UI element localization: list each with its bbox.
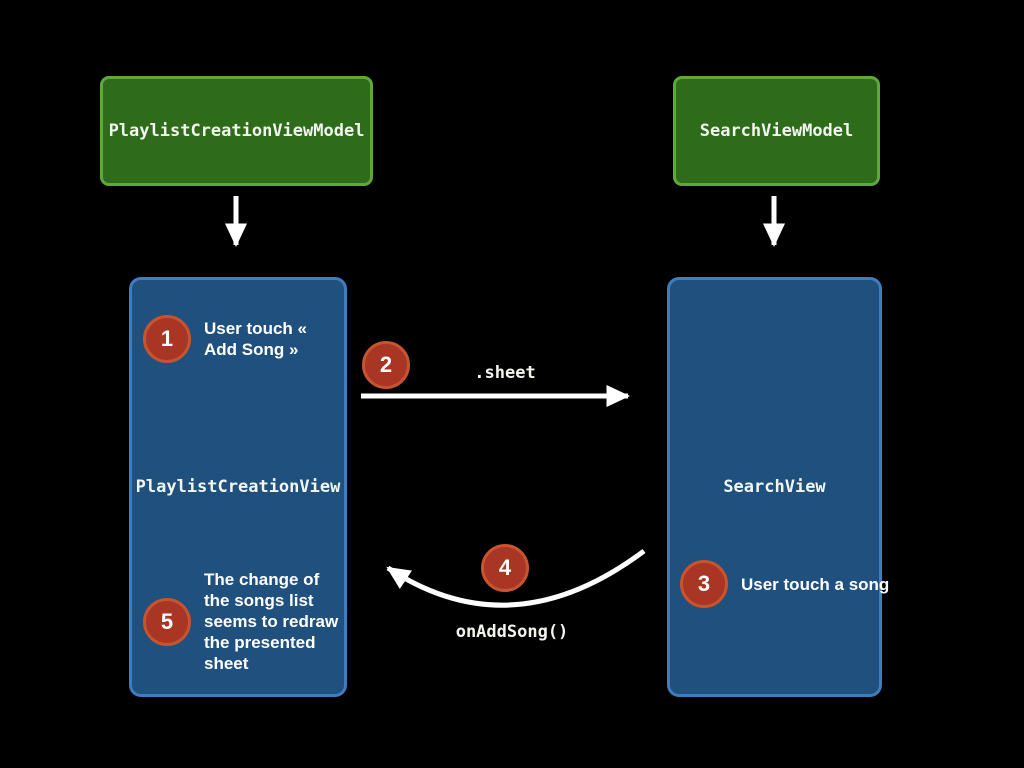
step-2-number: 2 (379, 352, 393, 377)
step-2-badge: 2 (362, 341, 410, 389)
node-search-view: SearchView 3 User touch a song (667, 277, 889, 697)
step-1-badge: 1 (143, 315, 191, 363)
node-search-viewmodel: SearchViewModel (673, 76, 880, 186)
step-1-number: 1 (160, 326, 174, 351)
step-4-number: 4 (498, 555, 512, 580)
edge-label-sheet: .sheet (474, 363, 536, 383)
node-playlist-creation-view: 1 User touch « Add Song » PlaylistCreati… (129, 277, 347, 697)
node-search-view-label: SearchView (723, 477, 826, 497)
node-search-viewmodel-label: SearchViewModel (699, 121, 854, 141)
node-playlist-creation-viewmodel-label: PlaylistCreationViewModel (108, 121, 365, 141)
step-5-text: The change of the songs list seems to re… (204, 570, 339, 673)
node-playlist-creation-viewmodel: PlaylistCreationViewModel (100, 76, 373, 186)
node-playlist-creation-view-label: PlaylistCreationView (135, 477, 341, 497)
step-1-text: User touch « Add Song » (204, 319, 307, 359)
step-3-badge: 3 (680, 560, 728, 608)
edge-label-onaddsong: onAddSong() (455, 622, 569, 642)
step-5-callout: 5 The change of the songs list seems to … (143, 569, 344, 674)
step-3-text: User touch a song (741, 574, 890, 594)
step-3-number: 3 (697, 571, 711, 596)
step-1-callout: 1 User touch « Add Song » (143, 315, 336, 363)
step-5-badge: 5 (143, 597, 191, 646)
step-4-badge: 4 (481, 544, 529, 592)
step-3-callout: 3 User touch a song (680, 560, 891, 608)
step-5-number: 5 (160, 608, 174, 634)
